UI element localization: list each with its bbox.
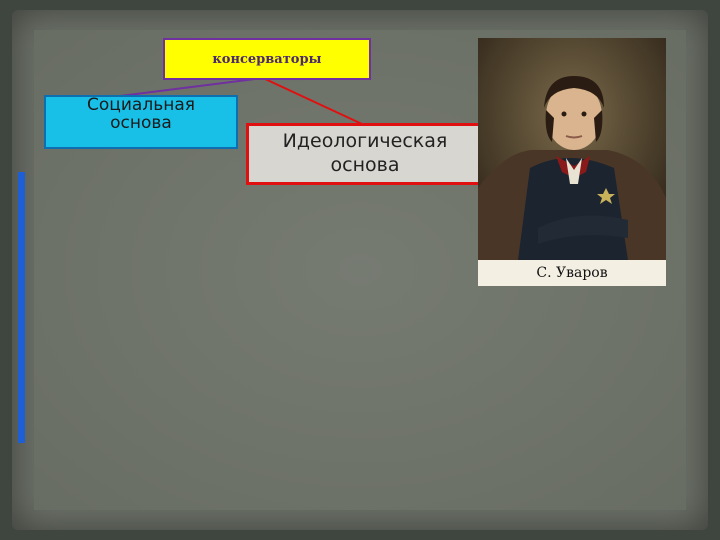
portrait-caption: С. Уваров <box>478 260 666 286</box>
conservatives-box: консерваторы <box>163 38 371 80</box>
ideological-basis-label: Идеологическая основа <box>282 130 448 176</box>
ideological-basis-box: Идеологическая основа <box>246 123 484 185</box>
connector-to-ideology <box>262 77 363 125</box>
social-basis-label: Социальная основа <box>87 95 195 133</box>
connector-to-social <box>119 77 264 97</box>
conservatives-label: консерваторы <box>212 51 322 67</box>
social-basis-box: Социальная основа <box>44 95 238 149</box>
portrait-image <box>478 38 666 286</box>
blue-vertical-bar <box>18 172 25 443</box>
portrait-painting <box>478 38 666 260</box>
